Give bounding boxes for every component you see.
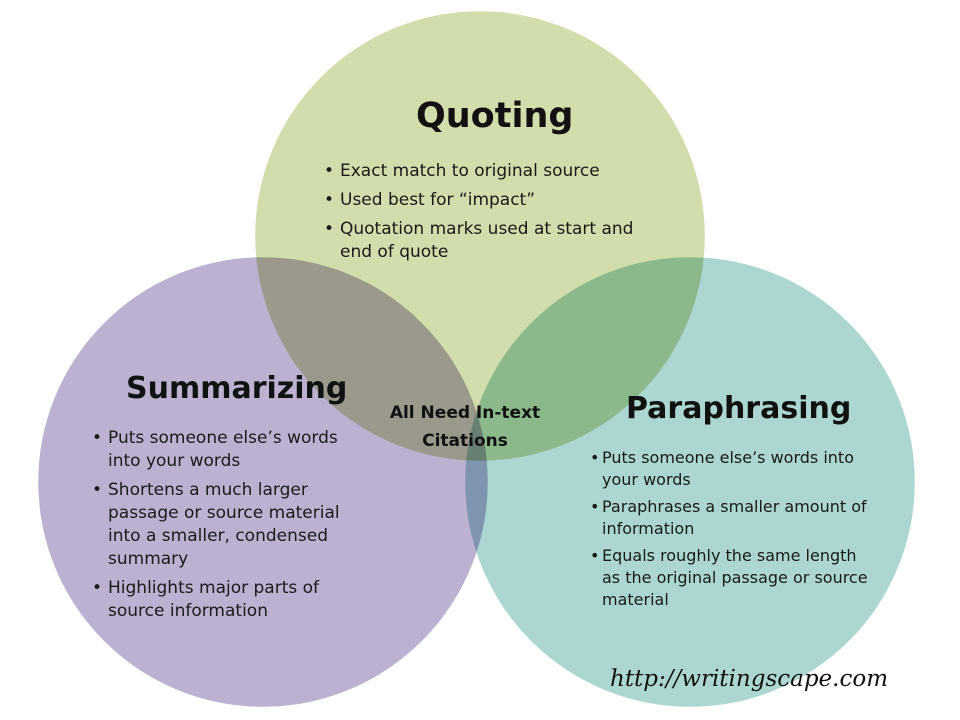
quoting-bullet-list: Exact match to original source Used best… [322,160,652,270]
quoting-bullet: Quotation marks used at start and end of… [322,218,652,264]
center-overlap-label: All Need In-text Citations [389,403,541,451]
paraphrasing-title: Paraphrasing [626,391,852,426]
quoting-bullet: Exact match to original source [322,160,652,183]
paraphrasing-bullet: Equals roughly the same length as the or… [590,545,870,611]
paraphrasing-bullet: Paraphrases a smaller amount of informat… [590,496,870,540]
source-url-watermark: http://writingscape.com [610,666,889,692]
summarizing-bullet-list: Puts someone else’s words into your word… [90,427,350,629]
summarizing-bullet: Shortens a much larger passage or source… [90,479,350,571]
summarizing-bullet: Highlights major parts of source informa… [90,577,350,623]
summarizing-bullet: Puts someone else’s words into your word… [90,427,350,473]
quoting-title: Quoting [416,96,574,136]
summarizing-title: Summarizing [126,371,348,406]
paraphrasing-bullet-list: Puts someone else’s words into your word… [590,447,870,616]
quoting-bullet: Used best for “impact” [322,189,652,212]
paraphrasing-bullet: Puts someone else’s words into your word… [590,447,870,491]
